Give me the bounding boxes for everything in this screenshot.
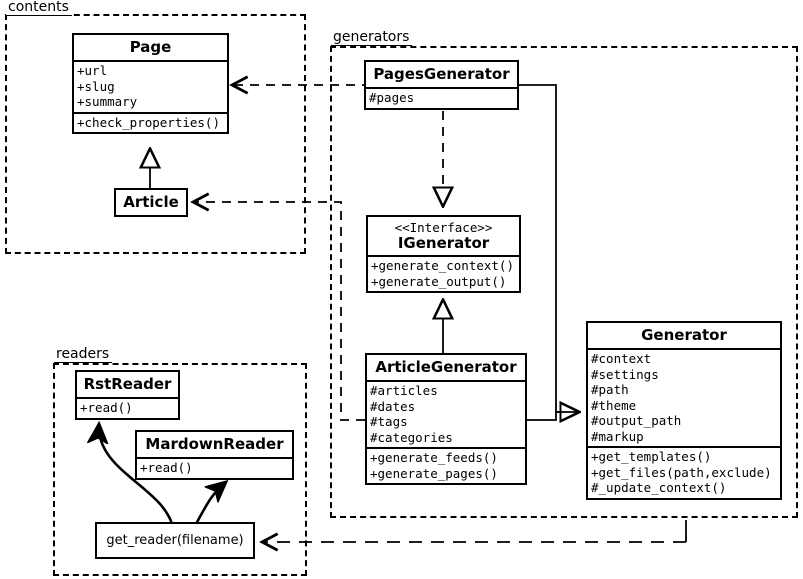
package-label-readers: readers — [54, 347, 113, 363]
class-methods-rst-reader: +read() — [77, 397, 178, 418]
attribute: #dates — [370, 398, 416, 414]
class-title-pages-generator: PagesGenerator — [373, 65, 510, 83]
class-methods-generator: +get_templates() +get_files(path,exclude… — [588, 446, 780, 498]
package-contents — [5, 14, 306, 254]
method: +get_files(path,exclude) — [591, 464, 772, 480]
class-box-rst-reader[interactable]: RstReader +read() — [75, 370, 180, 420]
class-methods-mardown-reader: +read() — [137, 457, 292, 478]
class-title-page: Page — [129, 38, 172, 56]
attribute: #tags — [370, 414, 408, 429]
attribute: +slug — [77, 78, 115, 94]
class-title-rst-reader: RstReader — [83, 375, 172, 393]
package-label-contents: contents — [6, 0, 72, 16]
method: +generate_feeds() — [370, 450, 498, 465]
method: #_update_context() — [591, 480, 727, 495]
method: +check_properties() — [77, 114, 220, 130]
attribute: #markup — [591, 428, 644, 444]
class-box-pages-generator[interactable]: PagesGenerator #pages — [364, 60, 519, 110]
package-label-generators: generators — [331, 30, 413, 46]
class-title-mardown-reader: MardownReader — [145, 435, 284, 453]
class-attributes-page: +url +slug +summary — [74, 60, 227, 112]
attribute: #articles — [370, 383, 438, 398]
method: +generate_output() — [371, 273, 507, 289]
method: +read() — [140, 460, 193, 475]
attribute: #context — [591, 351, 652, 366]
method: +generate_context() — [371, 258, 514, 273]
class-box-generator[interactable]: Generator #context #settings #path #them… — [586, 321, 782, 500]
function-label-get-reader: get_reader(filename) — [106, 533, 244, 548]
class-methods-article-generator: +generate_feeds() +generate_pages() — [367, 447, 525, 483]
class-box-mardown-reader[interactable]: MardownReader +read() — [135, 430, 294, 480]
class-stereotype-igenerator: <<Interface>> — [394, 220, 493, 235]
attribute: #output_path — [591, 413, 682, 428]
method: +read() — [80, 400, 133, 415]
attribute: #categories — [370, 429, 453, 445]
attribute: +url — [77, 63, 108, 78]
class-name-igenerator: IGenerator — [397, 234, 490, 252]
class-methods-page: +check_properties() — [74, 111, 227, 133]
class-methods-igenerator: +generate_context() +generate_output() — [368, 255, 519, 291]
relation-generator-depends-getreader — [262, 520, 687, 542]
class-title-generator: Generator — [641, 326, 727, 344]
class-attributes-pages-generator: #pages — [366, 87, 517, 108]
class-box-article-generator[interactable]: ArticleGenerator #articles #dates #tags … — [365, 353, 527, 485]
attribute: #settings — [591, 366, 659, 382]
attribute: #path — [591, 382, 629, 397]
function-box-get-reader[interactable]: get_reader(filename) — [95, 522, 255, 559]
class-attributes-article-generator: #articles #dates #tags #categories — [367, 380, 525, 447]
class-attributes-generator: #context #settings #path #theme #output_… — [588, 348, 780, 446]
class-box-article[interactable]: Article — [114, 188, 188, 217]
method: +generate_pages() — [370, 465, 498, 481]
class-title-article-generator: ArticleGenerator — [375, 358, 517, 376]
attribute: +summary — [77, 94, 138, 109]
package-readers — [53, 363, 307, 576]
attribute: #theme — [591, 397, 637, 413]
class-title-article: Article — [123, 193, 179, 211]
class-box-page[interactable]: Page +url +slug +summary +check_properti… — [72, 33, 229, 134]
class-title-igenerator: <<Interface>> IGenerator — [368, 217, 519, 255]
method: +get_templates() — [591, 449, 712, 464]
attribute: #pages — [369, 90, 415, 105]
class-box-igenerator[interactable]: <<Interface>> IGenerator +generate_conte… — [366, 215, 521, 293]
